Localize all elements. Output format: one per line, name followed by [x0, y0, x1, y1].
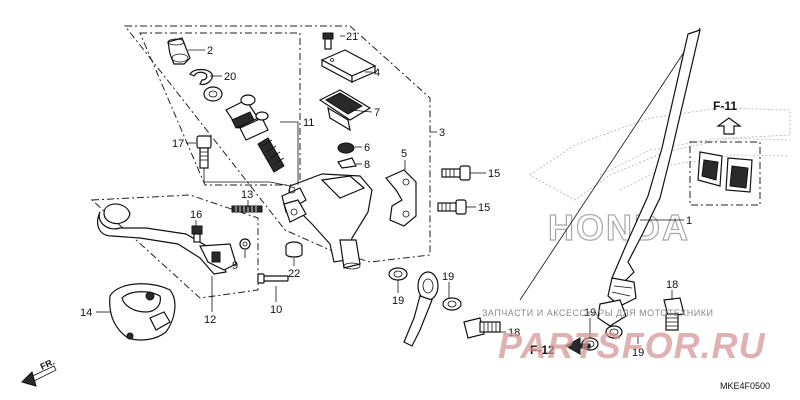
- callout-labels: 2 20 21 4 7 11 3 6 8 5 15 15 17 13 16 9 …: [80, 31, 692, 359]
- honda-brand-text: HONDA: [548, 207, 690, 248]
- up-arrow-icon: [716, 117, 742, 135]
- callout-19-c: 19: [584, 307, 596, 319]
- callout-19-a: 19: [392, 295, 404, 307]
- callout-3: 3: [439, 127, 445, 139]
- callout-15-upper: 15: [488, 168, 500, 180]
- banjo-fitting: [403, 271, 439, 347]
- callout-17: 17: [172, 138, 184, 150]
- callout-12: 12: [204, 314, 216, 326]
- callout-6: 6: [364, 142, 370, 154]
- lever-cover-part-14: [109, 283, 176, 341]
- bolt-part-16: [191, 225, 203, 243]
- callout-22: 22: [288, 268, 300, 280]
- callout-19-d: 19: [632, 347, 644, 359]
- callout-4: 4: [374, 67, 380, 79]
- brake-hose-part-1: [597, 29, 701, 327]
- float-part-6: [337, 142, 355, 154]
- pin-part-10: [257, 273, 289, 284]
- callout-19-b: 19: [442, 271, 454, 283]
- callout-20: 20: [224, 71, 236, 83]
- callout-9: 9: [232, 260, 238, 272]
- diagram-code: MKE4F0500: [720, 381, 770, 391]
- reservoir-cap-part-4: [320, 49, 377, 83]
- holder-part-5: [385, 169, 417, 227]
- brake-lever-part-12: [97, 203, 237, 275]
- master-cylinder-body: [281, 173, 373, 270]
- right-arrow-icon: [564, 337, 591, 355]
- callout-18-right: 18: [666, 279, 678, 291]
- watermark-caption: ЗАПЧАСТИ И АКСЕССУАРЫ ДЛЯ МОТОТЕХНИКИ: [482, 308, 713, 318]
- honda-wing-logo: [529, 107, 791, 201]
- front-arrow-icon: [21, 365, 57, 387]
- spring-part-13: [231, 205, 263, 213]
- callout-7: 7: [374, 107, 380, 119]
- seal-part-8: [337, 157, 357, 169]
- callout-16: 16: [190, 209, 202, 221]
- f11-inset-pads: [697, 151, 753, 193]
- callout-2: 2: [207, 45, 213, 57]
- ref-f12: F-12: [530, 343, 555, 357]
- hose-ref-line: [519, 27, 701, 301]
- watermark-site: PARTSFOR.RU: [498, 325, 766, 366]
- group-outline-3: [123, 25, 431, 263]
- boot-part-2: [167, 37, 191, 65]
- bolt-part-15-upper: [441, 165, 471, 181]
- piston-assembly-part-11: [225, 94, 285, 173]
- banjo-bolt-part-18-right: [663, 297, 685, 331]
- callout-13: 13: [241, 189, 253, 201]
- front-direction-label: FR.: [39, 357, 56, 372]
- group-outline-12: [90, 194, 259, 299]
- washer-part-19-d: [605, 325, 623, 339]
- callout-14: 14: [80, 307, 92, 319]
- ref-f11: F-11: [713, 99, 737, 113]
- screw-part-21: [322, 32, 334, 50]
- honda-watermark: HONDA: [529, 107, 791, 249]
- pivot-bolt-part-17: [196, 135, 212, 169]
- washer-part-19-b: [442, 297, 462, 311]
- leader-lines: [96, 35, 684, 344]
- callout-21: 21: [346, 31, 358, 43]
- bushing-part-22: [285, 241, 303, 258]
- callout-5: 5: [401, 148, 407, 160]
- callout-15-lower: 15: [478, 202, 490, 214]
- diaphragm-plate-part-7: [318, 89, 372, 132]
- callout-18-left: 18: [508, 327, 520, 339]
- bolt-part-15-lower: [437, 199, 467, 215]
- callout-1: 1: [686, 215, 692, 227]
- washer: [203, 86, 223, 102]
- callout-10: 10: [270, 304, 282, 316]
- nut-part-9: [239, 238, 251, 250]
- callout-11: 11: [303, 117, 314, 129]
- washer-part-19-a: [388, 267, 408, 281]
- snap-ring-part-20: [189, 68, 213, 85]
- banjo-bolt-part-18-left: [463, 317, 501, 339]
- callout-8: 8: [364, 159, 370, 171]
- group-outline-f11: [689, 141, 761, 206]
